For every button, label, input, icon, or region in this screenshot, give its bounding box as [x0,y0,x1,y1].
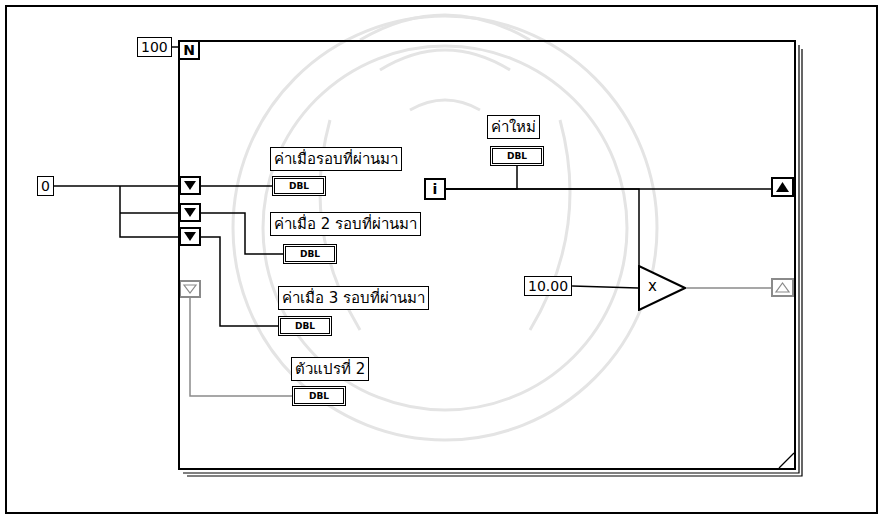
constant-value: 0 [41,177,50,195]
numeric-constant: 100 [137,37,172,57]
numeric-constant: 10.00 [524,276,572,296]
constant-value: 10.00 [528,277,568,295]
numeric-indicator: ค่าเมื่อรอบที่ผ่านมา DBL [270,147,402,196]
data-type-tag: DBL [278,316,332,336]
loop-count-terminal: N [178,40,200,60]
data-wire [572,286,638,288]
numeric-indicator: ค่าใหม่ DBL [487,115,544,166]
data-wire [200,185,272,187]
data-wire [686,287,772,289]
data-type-tag: DBL [272,176,326,196]
iteration-terminal: i [424,178,446,200]
multiply-triangle [638,265,686,311]
branch-wire [120,186,180,237]
indicator-label: ค่าเมื่อรอบที่ผ่านมา [270,147,402,171]
data-type-tag: DBL [283,244,337,264]
multiply-node: x [638,265,686,311]
loop-stack-edge [183,45,802,476]
numeric-constant: 0 [37,176,54,196]
data-wire [200,237,278,326]
shift-register [180,177,200,297]
window-frame [6,6,877,513]
data-wire [446,166,517,189]
numeric-indicator: ค่าเมื่อ 3 รอบที่ผ่านมา DBL [278,286,430,336]
indicator-label: ค่าใหม่ [487,115,540,139]
indicator-label: ค่าเมื่อ 2 รอบที่ผ่านมา [270,212,421,236]
indicator-label: ตัวแปรที่ 2 [291,357,369,381]
data-wire [54,185,180,187]
data-type-tag: DBL [490,146,544,166]
constant-value: 100 [141,38,168,56]
data-wire [446,189,639,266]
shift-register [772,178,793,296]
data-wire [190,297,292,396]
watermark [233,15,657,440]
indicator-label: ค่าเมื่อ 3 รอบที่ผ่านมา [278,286,429,310]
numeric-indicator: ค่าเมื่อ 2 รอบที่ผ่านมา DBL [270,212,422,264]
numeric-indicator: ตัวแปรที่ 2 DBL [291,357,370,406]
operator-symbol: x [648,277,657,295]
for-loop: Nค่าเมื่อรอบที่ผ่านมาDBLค่าใหม่DBLiค่าเม… [178,40,796,470]
data-type-tag: DBL [292,386,346,406]
terminal-letter: i [426,180,444,198]
